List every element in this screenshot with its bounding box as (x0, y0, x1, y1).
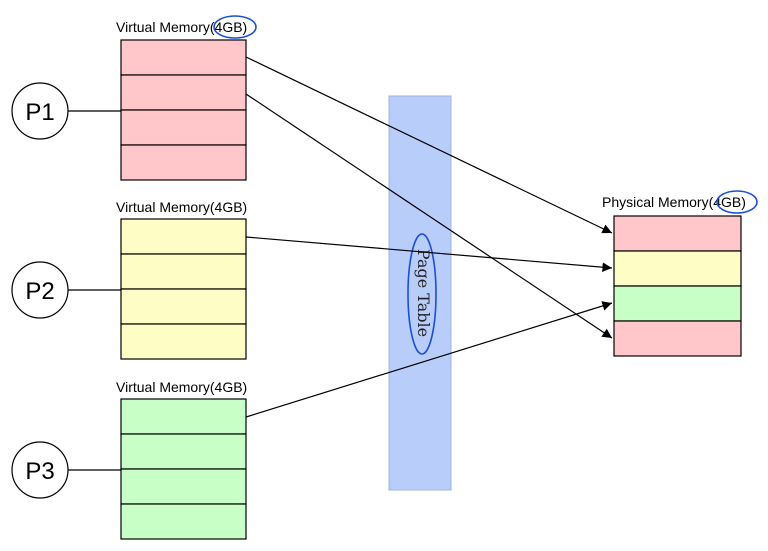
p2-page (120, 218, 247, 255)
p1-page (120, 74, 247, 111)
arrow-p3-page0-to-frame2 (245, 301, 613, 418)
process-p1: Virtual Memory(4GB) P1 (11, 15, 257, 181)
annotation-circle-page-table (407, 233, 437, 355)
physical-frame (613, 215, 742, 252)
arrow-p1-page1-to-frame3 (245, 93, 613, 339)
p2-page (120, 253, 247, 290)
arrow-p2-page0-to-frame1 (245, 236, 613, 272)
page-table: Page Table (388, 95, 452, 491)
physical-memory-label: Physical Memory(4GB) (602, 194, 746, 210)
arrow-p1-page0-to-frame0 (245, 56, 613, 234)
p1-page (120, 39, 247, 76)
physical-frame (613, 285, 742, 322)
physical-frame (613, 320, 742, 357)
p3-virtual-memory (120, 398, 247, 540)
annotation-circle-p1-size (213, 15, 257, 39)
process-p3: Virtual Memory(4GB) P3 (11, 379, 247, 540)
p1-virtual-memory (120, 39, 247, 181)
p3-page (120, 468, 247, 505)
page-table-label: Page Table (414, 249, 433, 337)
p2-vm-label: Virtual Memory(4GB) (116, 199, 247, 215)
mapping-arrows (245, 56, 613, 418)
annotation-circle-physical-size (716, 190, 758, 214)
process-p2: Virtual Memory(4GB) P2 (11, 199, 247, 360)
p2-virtual-memory (120, 218, 247, 360)
p3-vm-label: Virtual Memory(4GB) (116, 379, 247, 395)
p1-page (120, 109, 247, 146)
p3-page (120, 503, 247, 540)
p1-label: P1 (25, 99, 54, 126)
physical-memory: Physical Memory(4GB) (602, 190, 758, 357)
p2-label: P2 (25, 278, 54, 305)
physical-frame (613, 250, 742, 287)
p1-vm-label: Virtual Memory(4GB) (116, 19, 247, 35)
p2-page (120, 323, 247, 360)
p3-page (120, 433, 247, 470)
p2-page (120, 288, 247, 325)
p3-label: P3 (25, 458, 54, 485)
p1-page (120, 144, 247, 181)
p3-page (120, 398, 247, 435)
